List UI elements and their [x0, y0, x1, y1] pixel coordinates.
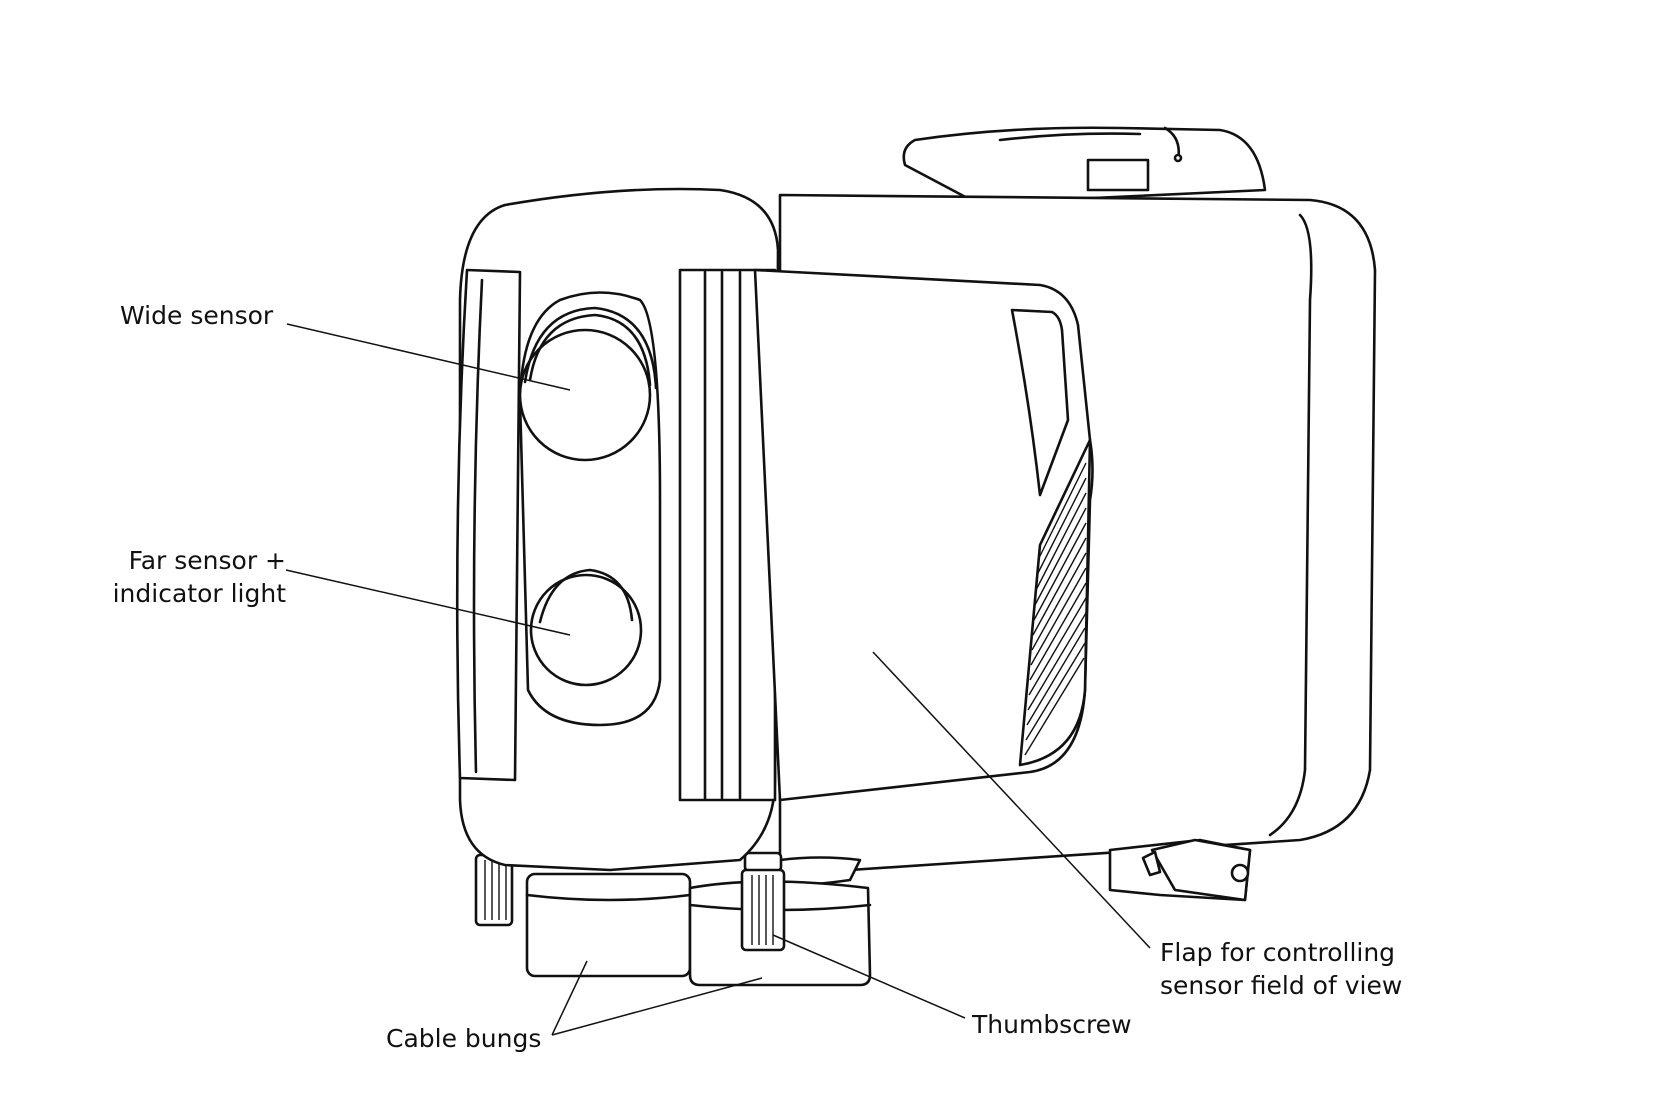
- label-wide-sensor-text: Wide sensor: [120, 301, 274, 330]
- label-far-sensor-line-2: indicator light: [112, 579, 286, 608]
- label-cable-bungs-text: Cable bungs: [386, 1024, 542, 1053]
- leader-far-sensor: [285, 569, 571, 636]
- leader-cable-bung-2: [551, 977, 763, 1036]
- label-flap-line-1: Flap for controlling: [1160, 938, 1396, 967]
- label-flap: Flap for controlling sensor field of vie…: [1160, 936, 1402, 1002]
- leader-flap: [872, 651, 1151, 949]
- label-far-sensor: Far sensor + indicator light: [110, 544, 286, 610]
- leader-cable-bung-1: [551, 960, 588, 1036]
- sensor-flap: [678, 268, 1094, 802]
- label-cable-bungs: Cable bungs: [386, 1022, 541, 1055]
- leader-wide-sensor: [286, 323, 571, 391]
- rear-foot: [1108, 838, 1252, 902]
- label-thumbscrew: Thumbscrew: [972, 1008, 1132, 1041]
- label-flap-line-2: sensor field of view: [1160, 971, 1403, 1000]
- wide-sensor-lens: [518, 306, 658, 462]
- label-wide-sensor: Wide sensor: [120, 299, 273, 332]
- carry-handle: [902, 126, 1267, 212]
- leader-thumbscrew: [772, 934, 966, 1019]
- bottom-fittings: [474, 851, 872, 987]
- label-far-sensor-line-1: Far sensor +: [128, 546, 286, 575]
- leader-lines: [285, 323, 1151, 1036]
- ribbed-grip: [1018, 438, 1092, 767]
- label-thumbscrew-text: Thumbscrew: [972, 1010, 1132, 1039]
- far-sensor-lens: [529, 568, 643, 687]
